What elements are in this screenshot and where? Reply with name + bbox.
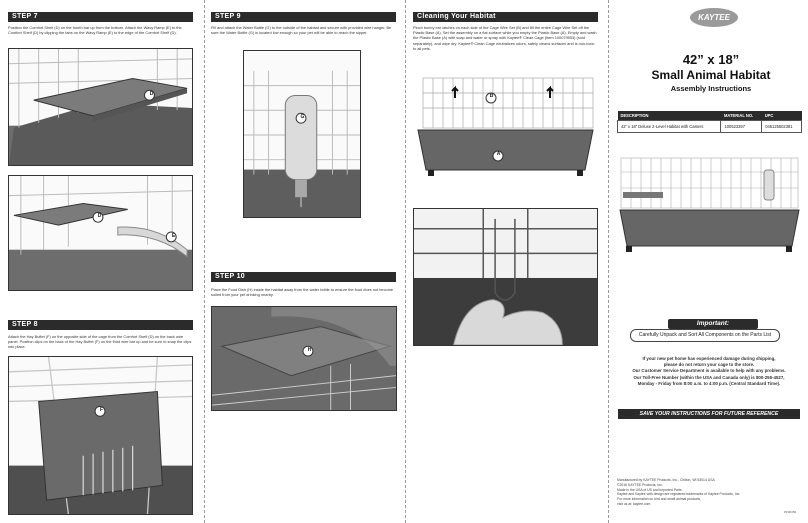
step7-photo-label-d2: D xyxy=(97,213,102,219)
step7-photo-label-e: E xyxy=(171,233,176,239)
save-instructions-banner: SAVE YOUR INSTRUCTIONS FOR FUTURE REFERE… xyxy=(618,409,800,419)
cover-photo-habitat xyxy=(618,150,801,255)
step8-text: Attach the Hay Buffet (F) on the opposit… xyxy=(8,334,192,350)
footer-line: Made in the USA of US and Imported Parts xyxy=(617,487,682,492)
step7-photo-label-d: D xyxy=(149,91,154,97)
spec-header-upc: UPC xyxy=(761,111,802,121)
cleaning-heading: Cleaning Your Habitat xyxy=(413,12,598,22)
step9-heading: STEP 9 xyxy=(211,12,396,22)
table-row: 42” x 18” Deluxe 2-Level Habitat with Ca… xyxy=(616,120,802,133)
step10-photo-food-dish: H xyxy=(211,306,397,411)
notice-line: Our Toll-Free Number (within the USA and… xyxy=(633,374,785,380)
step7-heading: STEP 7 xyxy=(8,12,193,22)
spec-header-description: DESCRIPTION xyxy=(617,111,721,121)
kaytee-logo: KAYTEE xyxy=(690,8,738,27)
cleaning-text: Pinch bunny ear latches on each side of … xyxy=(413,25,597,51)
notice-line: please do not return your cage to the st… xyxy=(663,362,755,368)
footer-line: visit us at: kaytee.com xyxy=(617,501,651,506)
spec-cell-material: 100523397 xyxy=(720,120,763,133)
fold-line-2 xyxy=(405,0,406,523)
step7-photo-ramp: D E xyxy=(8,175,193,291)
notice-line: If your new pet home has experienced dam… xyxy=(642,356,776,361)
cover-product-title: Small Animal Habitat xyxy=(651,68,771,82)
cleaning-photo-label-a: A xyxy=(496,151,501,157)
step8-photo-hay-buffet: F xyxy=(8,356,193,515)
fold-line-1 xyxy=(204,0,205,523)
notice-line: Monday - Friday from 8:00 a.m. to 4:00 p… xyxy=(637,380,781,386)
step7-text: Position the Comfort Shelf (D) on the fo… xyxy=(8,25,182,36)
step9-text: Fill and attach the Water Bottle (G) to … xyxy=(211,25,392,36)
step9-photo-water-bottle: G xyxy=(243,50,361,218)
footer-line: ©2016 KAYTEE Products, Inc. xyxy=(617,482,663,487)
spec-cell-upc: 045125502381 xyxy=(761,120,802,133)
step7-photo-shelf: D xyxy=(8,48,193,166)
step9-photo-label-g: G xyxy=(300,114,305,120)
notice-line: Our Customer Service Department is avail… xyxy=(632,368,786,374)
step10-text: Place the Food Dish (H) inside the habit… xyxy=(211,287,394,298)
manufacturer-footer: Manufactured by KAYTEE Products, Inc., C… xyxy=(617,478,787,507)
shipping-damage-notice: If your new pet home has experienced dam… xyxy=(624,356,794,387)
step8-heading: STEP 8 xyxy=(8,320,193,330)
spec-cell-description: 42” x 18” Deluxe 2-Level Habitat with Ca… xyxy=(616,120,722,133)
document-code: PF00450 xyxy=(784,510,797,514)
cleaning-photo-label-b: B xyxy=(489,93,494,99)
important-heading: Important: xyxy=(668,319,758,329)
spec-header-material: MATERIAL NO. xyxy=(720,111,762,121)
step10-heading: STEP 10 xyxy=(211,272,396,282)
footer-line: Manufactured by KAYTEE Products, Inc., C… xyxy=(617,478,715,482)
footer-line: Kaytee and Kaytee with design are regist… xyxy=(617,492,741,497)
cover-size-title: 42” x 18” xyxy=(682,52,740,67)
footer-line: For more information on bird and small a… xyxy=(617,497,702,502)
cover-subtitle: Assembly Instructions xyxy=(670,84,752,93)
spec-table: DESCRIPTION MATERIAL NO. UPC 42” x 18” D… xyxy=(616,111,802,133)
step10-photo-label-h: H xyxy=(307,347,312,353)
cleaning-photo-cage: B A xyxy=(413,68,598,178)
important-note: Carefully Unpack and Sort All Components… xyxy=(630,329,780,342)
step8-photo-label-f: F xyxy=(99,407,104,413)
fold-line-3 xyxy=(608,0,609,523)
cleaning-photo-latch xyxy=(413,208,598,346)
